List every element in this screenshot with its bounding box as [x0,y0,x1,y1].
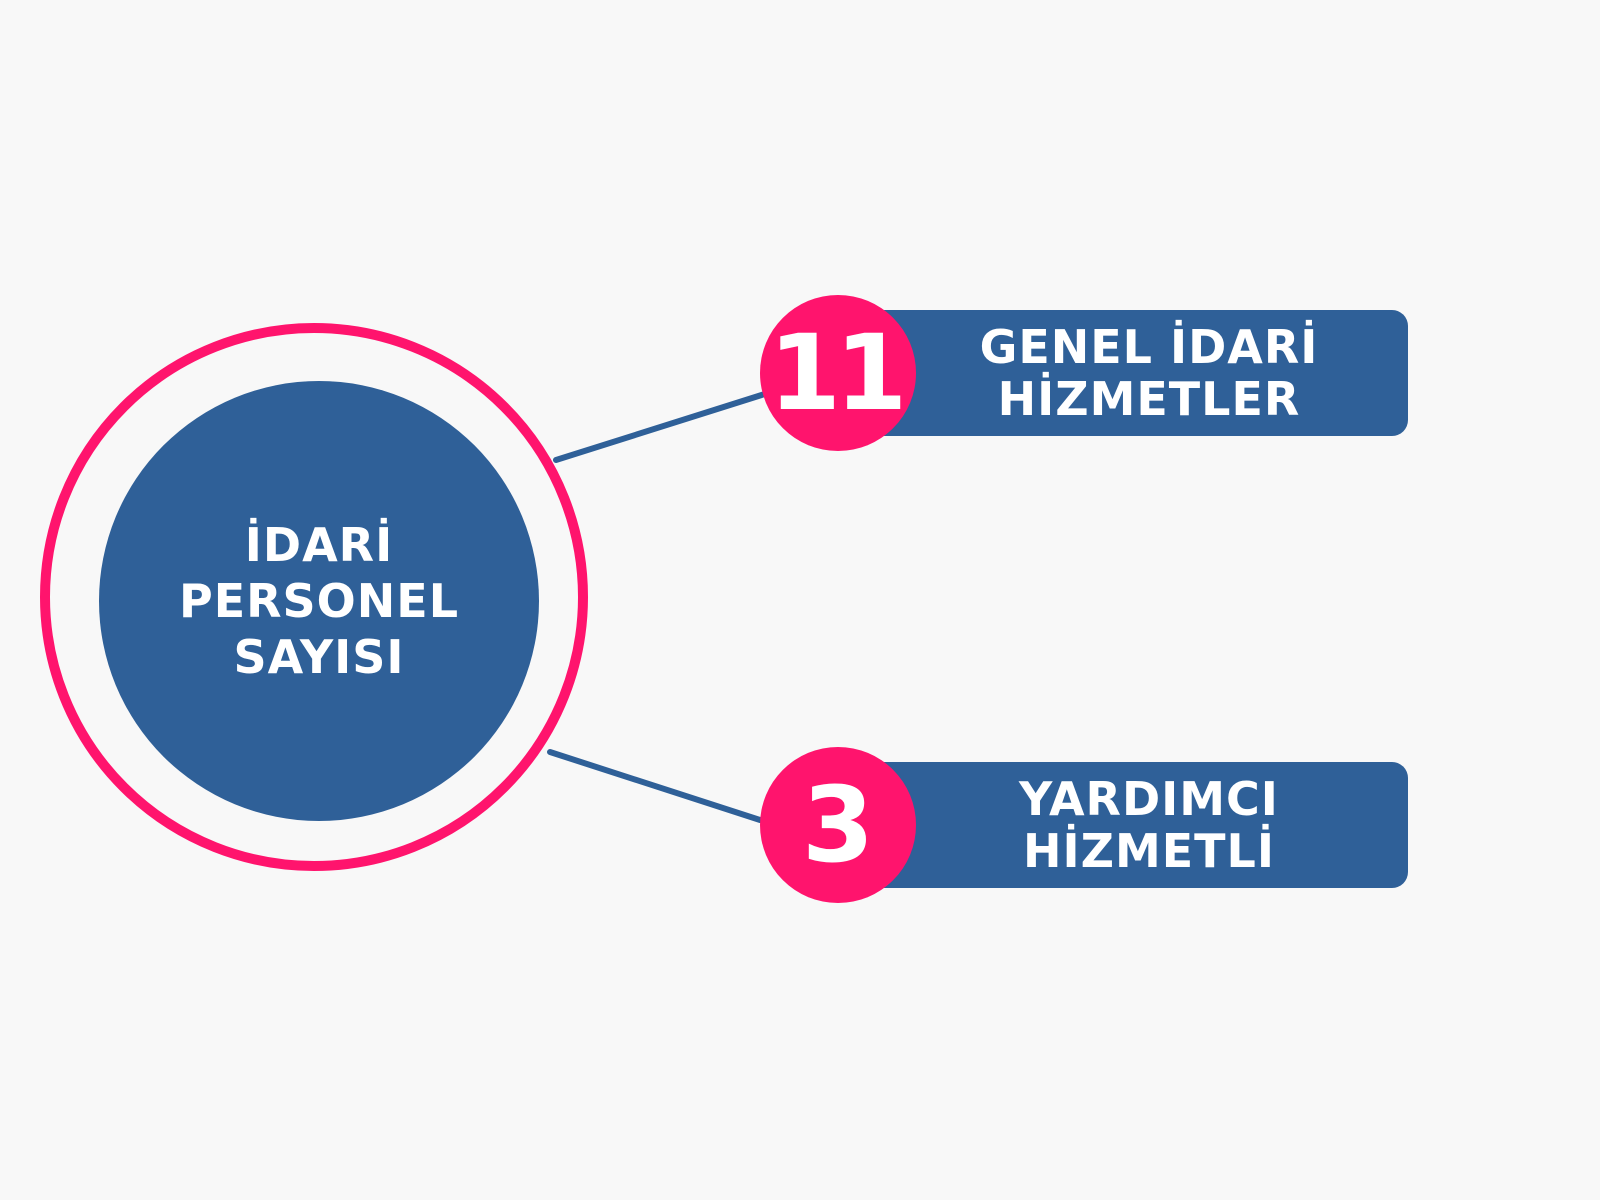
center-label-line: SAYISI [233,630,405,684]
center-label-line: İDARİ [244,518,394,572]
item-bar-2: YARDIMCI HİZMETLİ [860,762,1408,888]
connector-line-2 [547,749,763,823]
center-node: İDARİ PERSONEL SAYISI [99,381,539,821]
item-badge-2: 3 [760,747,916,903]
item-badge-1: 11 [760,295,916,451]
connector-line-1 [553,390,771,463]
item-label-1: GENEL İDARİ HİZMETLER [980,321,1319,425]
item-value-1: 11 [768,312,908,434]
center-label-line: PERSONEL [178,574,460,628]
item-label-2: YARDIMCI HİZMETLİ [1019,773,1279,877]
item-label-line: GENEL İDARİ [979,320,1319,374]
center-label: İDARİ PERSONEL SAYISI [179,517,459,685]
item-label-line: YARDIMCI [1019,772,1279,826]
item-label-line: HİZMETLER [997,372,1301,426]
item-bar-1: GENEL İDARİ HİZMETLER [860,310,1408,436]
item-value-2: 3 [801,764,874,886]
item-label-line: HİZMETLİ [1023,824,1275,878]
